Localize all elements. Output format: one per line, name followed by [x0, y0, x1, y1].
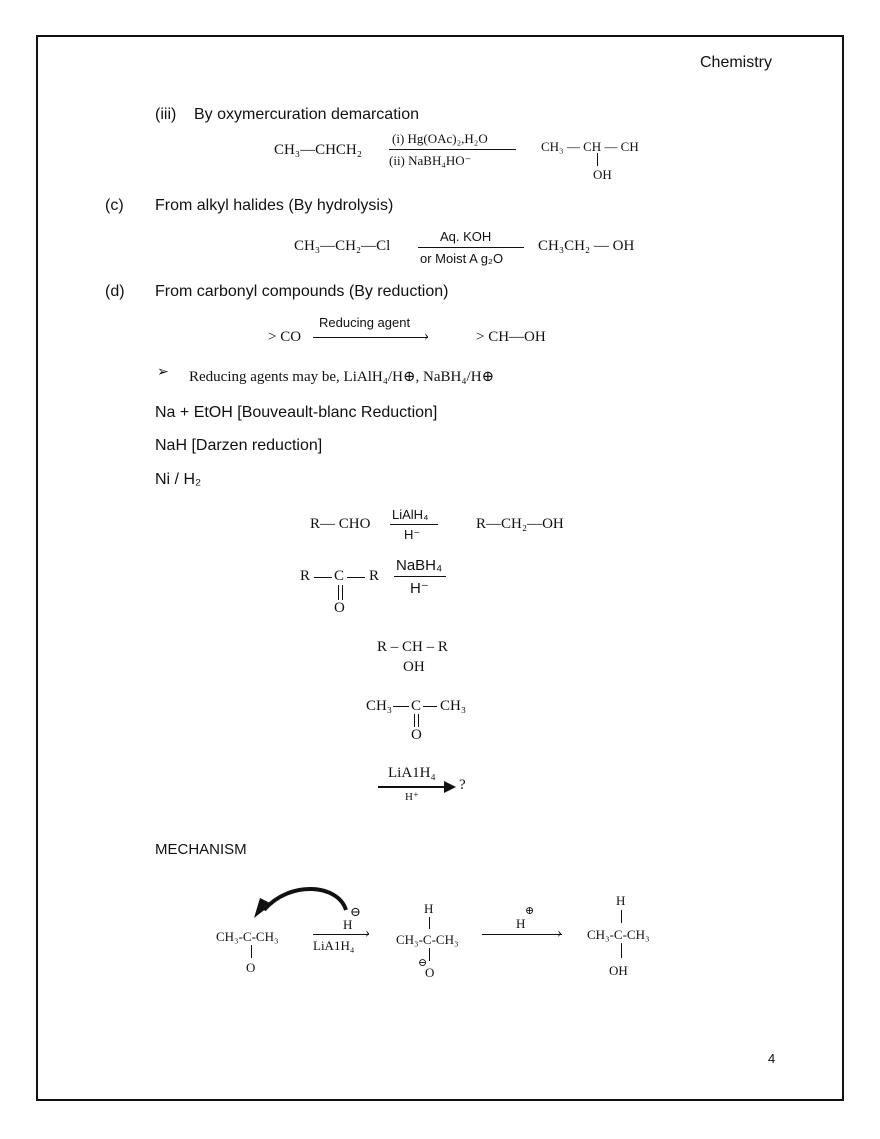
page-number: 4 — [768, 1051, 776, 1066]
reaction-arrow-line — [418, 247, 524, 248]
acetone-reagent-bottom: H⁺ — [405, 791, 419, 803]
ketone-product: R – CH – R — [377, 639, 448, 655]
ketone-carbon: C — [334, 568, 345, 584]
acetone-ch3-right: CH₃ — [440, 698, 467, 714]
bond-line — [597, 153, 598, 166]
bond-line — [621, 910, 622, 923]
hydrolysis-reagent-bottom: or Moist A g₂O — [420, 251, 504, 266]
reaction-arrow-line — [394, 576, 446, 577]
reduction-product: > CH—OH — [476, 329, 546, 345]
product-hydroxyl: OH — [609, 963, 628, 978]
oxymercuration-reagent-top: (i) Hg(OAc)₂,H₂O — [392, 131, 488, 146]
section-iii-title: By oxymercuration demarcation — [194, 106, 419, 123]
ketone-product-oh: OH — [403, 659, 425, 675]
isopropanol-product: CH₃-C-CH₃ — [587, 927, 650, 942]
hydrolysis-reactant: CH₃—CH₂—Cl — [294, 238, 391, 254]
bond-line — [429, 917, 430, 929]
bond-line — [423, 706, 437, 707]
aldehyde-reactant: R— CHO — [310, 516, 371, 532]
mechanism-acetone: CH₃-C-CH₃ — [216, 929, 279, 944]
bouveault-blanc-line: Na + EtOH [Bouveault-blanc Reduction] — [155, 404, 438, 421]
section-d-label: (d) — [105, 283, 125, 300]
aldehyde-reagent-bottom: H⁻ — [404, 527, 421, 542]
aldehyde-reagent-top: LiAlH₄ — [392, 507, 429, 522]
bond-line — [347, 577, 365, 578]
double-bond-line — [414, 714, 415, 727]
negative-charge-icon: ⊖ — [418, 957, 428, 969]
section-d-title: From carbonyl compounds (By reduction) — [155, 283, 449, 300]
reaction-arrow-line — [389, 149, 516, 150]
subject-header: Chemistry — [700, 54, 773, 71]
mechanism-acetone-oxygen: O — [246, 960, 256, 975]
arrowhead: › — [365, 925, 370, 941]
oxymercuration-reagent-bottom: (ii) NaBH₄HO⁻ — [389, 153, 472, 168]
reducing-agents-text: Reducing agents may be, LiAlH₄/H⊕, NaBH₄… — [189, 369, 495, 385]
hydride: H — [343, 917, 353, 932]
aldehyde-product: R—CH₂—OH — [476, 516, 564, 532]
section-c-title: From alkyl halides (By hydrolysis) — [155, 197, 394, 214]
oxymercuration-product-oh: OH — [593, 167, 612, 182]
nickel-hydrogen-line: Ni / H₂ — [155, 471, 202, 488]
ketone-reagent-bottom: H⁻ — [410, 580, 429, 597]
ketone-r-right: R — [369, 568, 380, 584]
page-border — [36, 35, 844, 1101]
reaction-arrow-line — [390, 524, 438, 525]
ketone-oxygen: O — [334, 600, 345, 616]
acetone-reagent-top: LiA1H₄ — [388, 765, 436, 781]
section-c-label: (c) — [105, 197, 124, 214]
bond-line — [314, 577, 332, 578]
double-bond-line — [418, 714, 419, 727]
acetone-ch3-left: CH₃ — [366, 698, 393, 714]
reaction-arrow-line — [313, 934, 369, 935]
bond-line — [621, 943, 622, 958]
bond-line — [251, 945, 252, 958]
double-bond-line — [338, 585, 339, 600]
arrowhead: › — [557, 925, 562, 941]
double-bond-line — [342, 585, 343, 600]
product-hydrogen: H — [616, 893, 626, 908]
intermediate-hydrogen: H — [424, 901, 434, 916]
ketone-reagent-top: NaBH₄ — [396, 557, 443, 574]
acetone-oxygen: O — [411, 727, 422, 743]
proton: H — [516, 916, 526, 931]
question-mark: ? — [459, 777, 466, 793]
reaction-arrow-line — [313, 337, 428, 338]
reduction-reagent: Reducing agent — [319, 315, 411, 330]
hydrolysis-product: CH₃CH₂ — OH — [538, 238, 635, 254]
intermediate-oxygen: O — [425, 965, 435, 980]
mechanism-title: MECHANISM — [155, 841, 247, 858]
mechanism-reagent: LiA1H₄ — [313, 938, 355, 953]
oxymercuration-reactant: CH₃—CHCH₂ — [274, 142, 362, 158]
reduction-reactant: > CO — [268, 329, 302, 345]
ketone-r-left: R — [300, 568, 311, 584]
acetone-carbon: C — [411, 698, 422, 714]
bullet-arrow-icon: ➢ — [157, 365, 169, 380]
alkoxide-intermediate: CH₃-C-CH₃ — [396, 932, 459, 947]
section-iii-label: (iii) — [155, 106, 177, 123]
negative-charge-icon: ⊖ — [350, 904, 361, 919]
hydrolysis-reagent-top: Aq. KOH — [440, 229, 492, 244]
darzen-line: NaH [Darzen reduction] — [155, 437, 323, 454]
bond-line — [393, 706, 409, 707]
bond-line — [429, 948, 430, 961]
arrowhead: › — [424, 328, 429, 344]
reaction-arrow — [378, 781, 456, 793]
oxymercuration-product: CH₃ — CH — CH — [541, 139, 639, 154]
curved-arrow-icon — [254, 887, 348, 918]
reaction-arrow-line — [482, 934, 562, 935]
positive-charge-icon: ⊕ — [525, 905, 535, 917]
